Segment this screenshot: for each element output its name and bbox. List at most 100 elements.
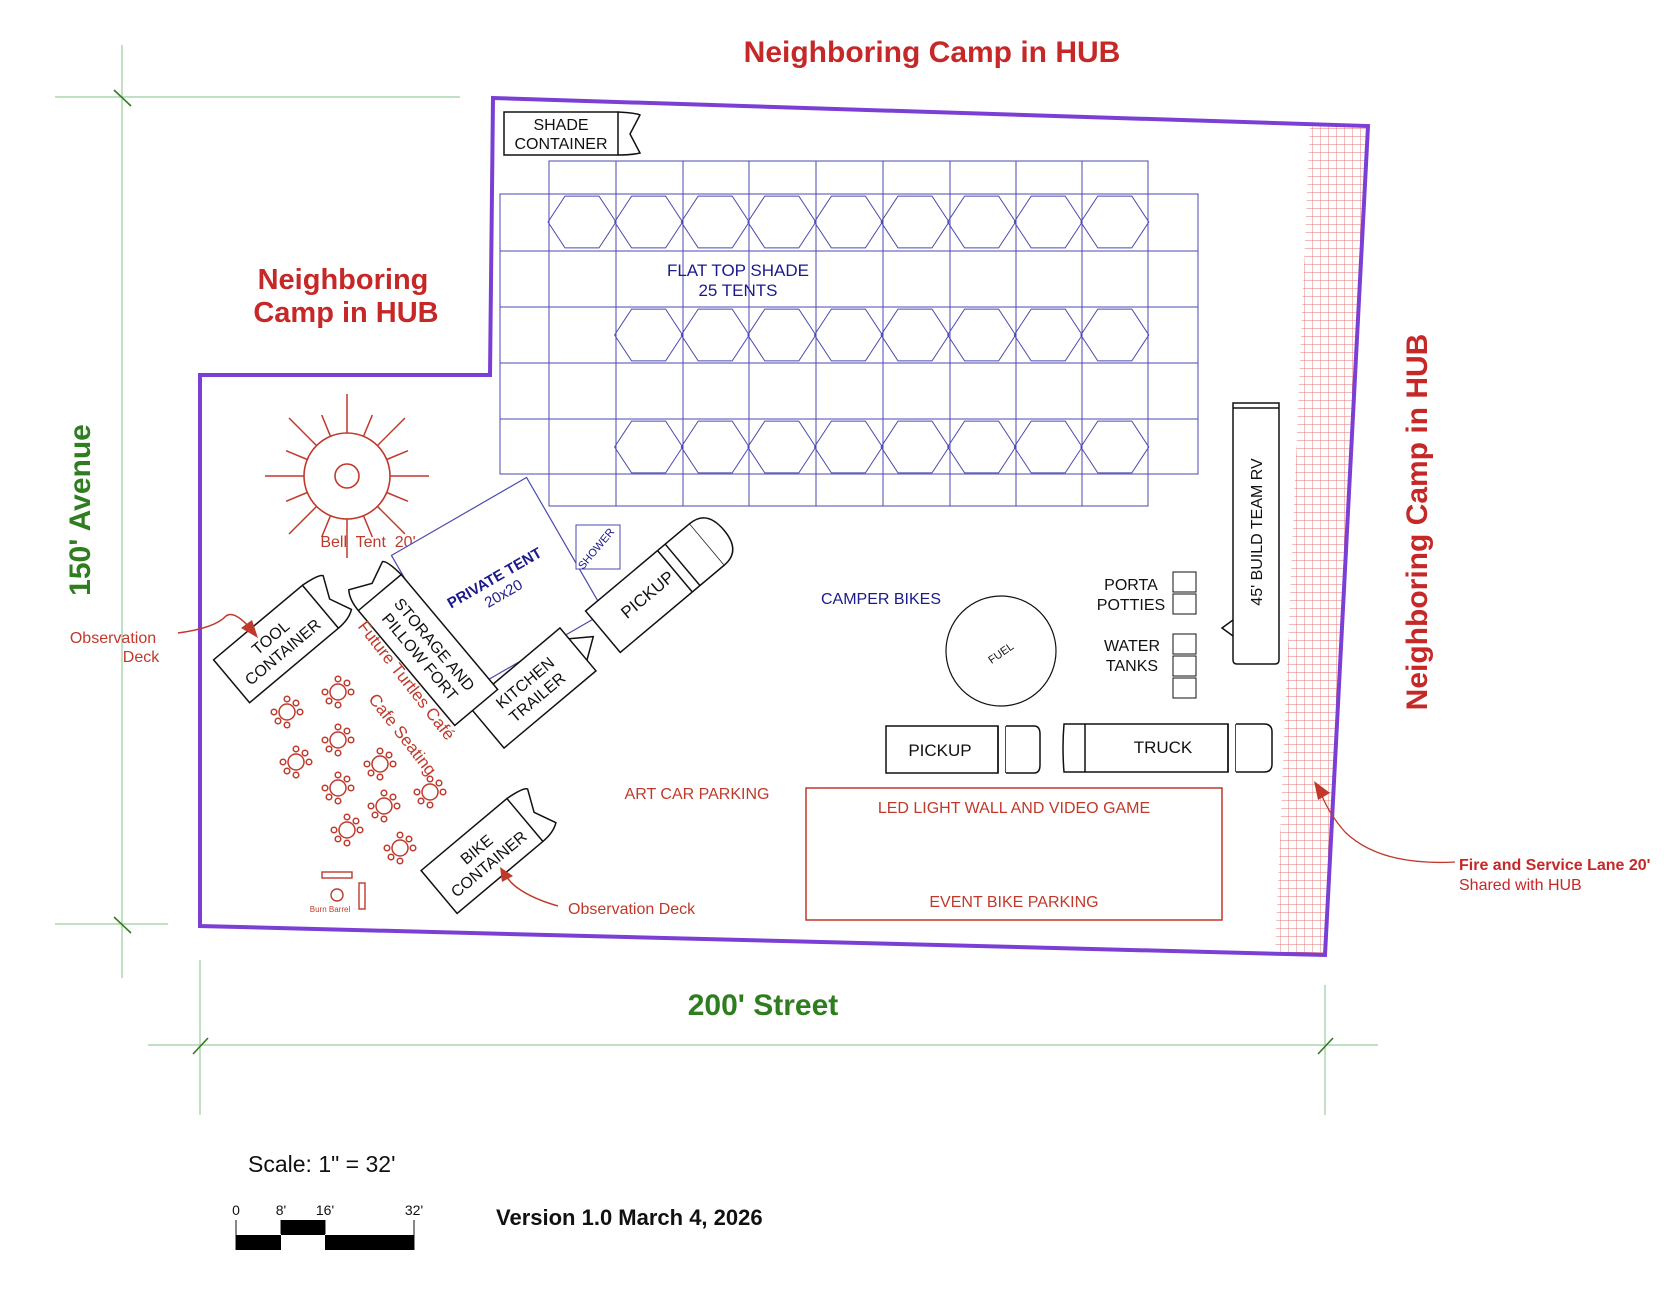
cafe-chair [343, 679, 351, 687]
cafe-chair [325, 793, 333, 801]
cafe-chair [279, 758, 287, 766]
avenue-label: 150' Avenue [64, 424, 97, 596]
scale-title: Scale: 1" = 32' [248, 1151, 395, 1177]
cafe-chair [321, 688, 329, 696]
cafe-chair [409, 844, 417, 852]
cafe-chair [305, 758, 313, 766]
burn-barrel-label: Burn Barrel [310, 905, 351, 914]
cafe-chair [274, 717, 282, 725]
cafe-chair [334, 723, 342, 731]
cafe-table [279, 745, 313, 779]
cafe-table [367, 789, 401, 823]
cafe-chair [383, 844, 391, 852]
cafe-chair [426, 775, 434, 783]
bell-tent-spoke [362, 515, 373, 538]
scale-tick-32: 32' [405, 1202, 423, 1218]
scale-tick-16: 16' [316, 1202, 334, 1218]
flat-top-shade-tent [614, 420, 684, 474]
cafe-table [321, 723, 355, 757]
cafe-table [363, 747, 397, 781]
cafe-chair [389, 760, 397, 768]
flat-top-shade-tent [813, 420, 883, 474]
flat-top-shade-tent [680, 195, 750, 249]
cafe-chair [283, 695, 291, 703]
neighbor-right-label: Neighboring Camp in HUB [1401, 334, 1434, 711]
cafe-table-top [421, 783, 439, 801]
bell-tent-spoke [386, 491, 409, 502]
art-car-parking-label: ART CAR PARKING [625, 786, 770, 803]
flat-top-shade-label-2: 25 TENTS [698, 281, 777, 300]
porta-potties [1172, 571, 1197, 615]
cafe-chair [292, 771, 300, 779]
flat-top-shade-tent [747, 420, 817, 474]
cafe-chair [396, 831, 404, 839]
cafe-chair [356, 826, 364, 834]
porta-potties-label-2: POTTIES [1097, 597, 1165, 614]
bell-tent-spoke [285, 450, 308, 461]
scale-bar: 0 8' 16' 32' [232, 1202, 423, 1250]
shade-container-label-2: CONTAINER [514, 136, 607, 153]
fire-lane-arrowhead [1314, 781, 1330, 800]
flat-top-shade-tent [680, 420, 750, 474]
cafe-table [413, 775, 447, 809]
cafe-chair [393, 802, 401, 810]
fire-lane-label-2: Shared with HUB [1459, 877, 1582, 894]
cafe-chair [330, 826, 338, 834]
observation-deck-left-label-1: Observation [70, 630, 156, 647]
flat-top-shade-tent [547, 195, 617, 249]
street-label: 200' Street [688, 989, 839, 1022]
cafe-table-top [338, 821, 356, 839]
cafe-chair [321, 784, 329, 792]
neighbor-left-label-line2: Camp in HUB [253, 297, 438, 329]
bell-tent-label: Bell Tent 20' [320, 534, 415, 551]
led-light-wall-label: LED LIGHT WALL AND VIDEO GAME [878, 800, 1150, 817]
flat-top-shade-tent [747, 195, 817, 249]
observation-deck-bottom-arrowhead [500, 867, 513, 882]
cafe-chair [325, 697, 333, 705]
flat-top-shade-grid [499, 160, 1199, 507]
cafe-chair [283, 721, 291, 729]
cafe-table [330, 813, 364, 847]
flat-top-shade-tent [614, 195, 684, 249]
cafe-chair [405, 835, 413, 843]
cafe-table [321, 771, 355, 805]
fire-lane-label-1: Fire and Service Lane 20' [1459, 857, 1650, 874]
cafe-table-top [329, 683, 347, 701]
flat-top-shade-tent [747, 308, 817, 362]
cafe-chair [426, 801, 434, 809]
cafe-chair [367, 769, 375, 777]
cafe-chair [292, 745, 300, 753]
cafe-chair [439, 788, 447, 796]
flat-top-shade-tent [880, 195, 950, 249]
shower: SHOWER [575, 524, 621, 572]
cafe-chair [321, 736, 329, 744]
flat-top-shade-tent [614, 308, 684, 362]
neighbor-top-label: Neighboring Camp in HUB [744, 36, 1121, 69]
cafe-chair [417, 797, 425, 805]
build-team-rv-label: 45' BUILD TEAM RV [1249, 458, 1266, 606]
flat-top-shade-tent [880, 308, 950, 362]
cafe-chair [296, 708, 304, 716]
flat-top-shade-tent [880, 420, 950, 474]
truck-label: TRUCK [1134, 738, 1193, 757]
cafe-chair [301, 749, 309, 757]
event-bike-parking-label: EVENT BIKE PARKING [929, 894, 1098, 911]
fire-service-lane [1275, 122, 1368, 957]
observation-deck-left-arrow [177, 613, 251, 634]
flat-top-shade-tent [1013, 308, 1083, 362]
cafe-chair [389, 793, 397, 801]
bell-tent-spoke [288, 417, 318, 447]
cafe-table-top [287, 753, 305, 771]
fuel-tank: FUEL [945, 595, 1057, 707]
flat-top-shade-label-1: FLAT TOP SHADE [667, 261, 809, 280]
cafe-chair [343, 727, 351, 735]
cafe-chair [334, 771, 342, 779]
water-tanks [1172, 633, 1197, 699]
bell-tent-spoke [321, 515, 332, 538]
pickup-label: PICKUP [908, 741, 971, 760]
cafe-chair [343, 813, 351, 821]
flat-top-shade-tent [1080, 420, 1150, 474]
scale-tick-0: 0 [232, 1202, 240, 1218]
flat-top-shade-tent [1013, 195, 1083, 249]
shade-container: SHADE CONTAINER [503, 111, 642, 156]
